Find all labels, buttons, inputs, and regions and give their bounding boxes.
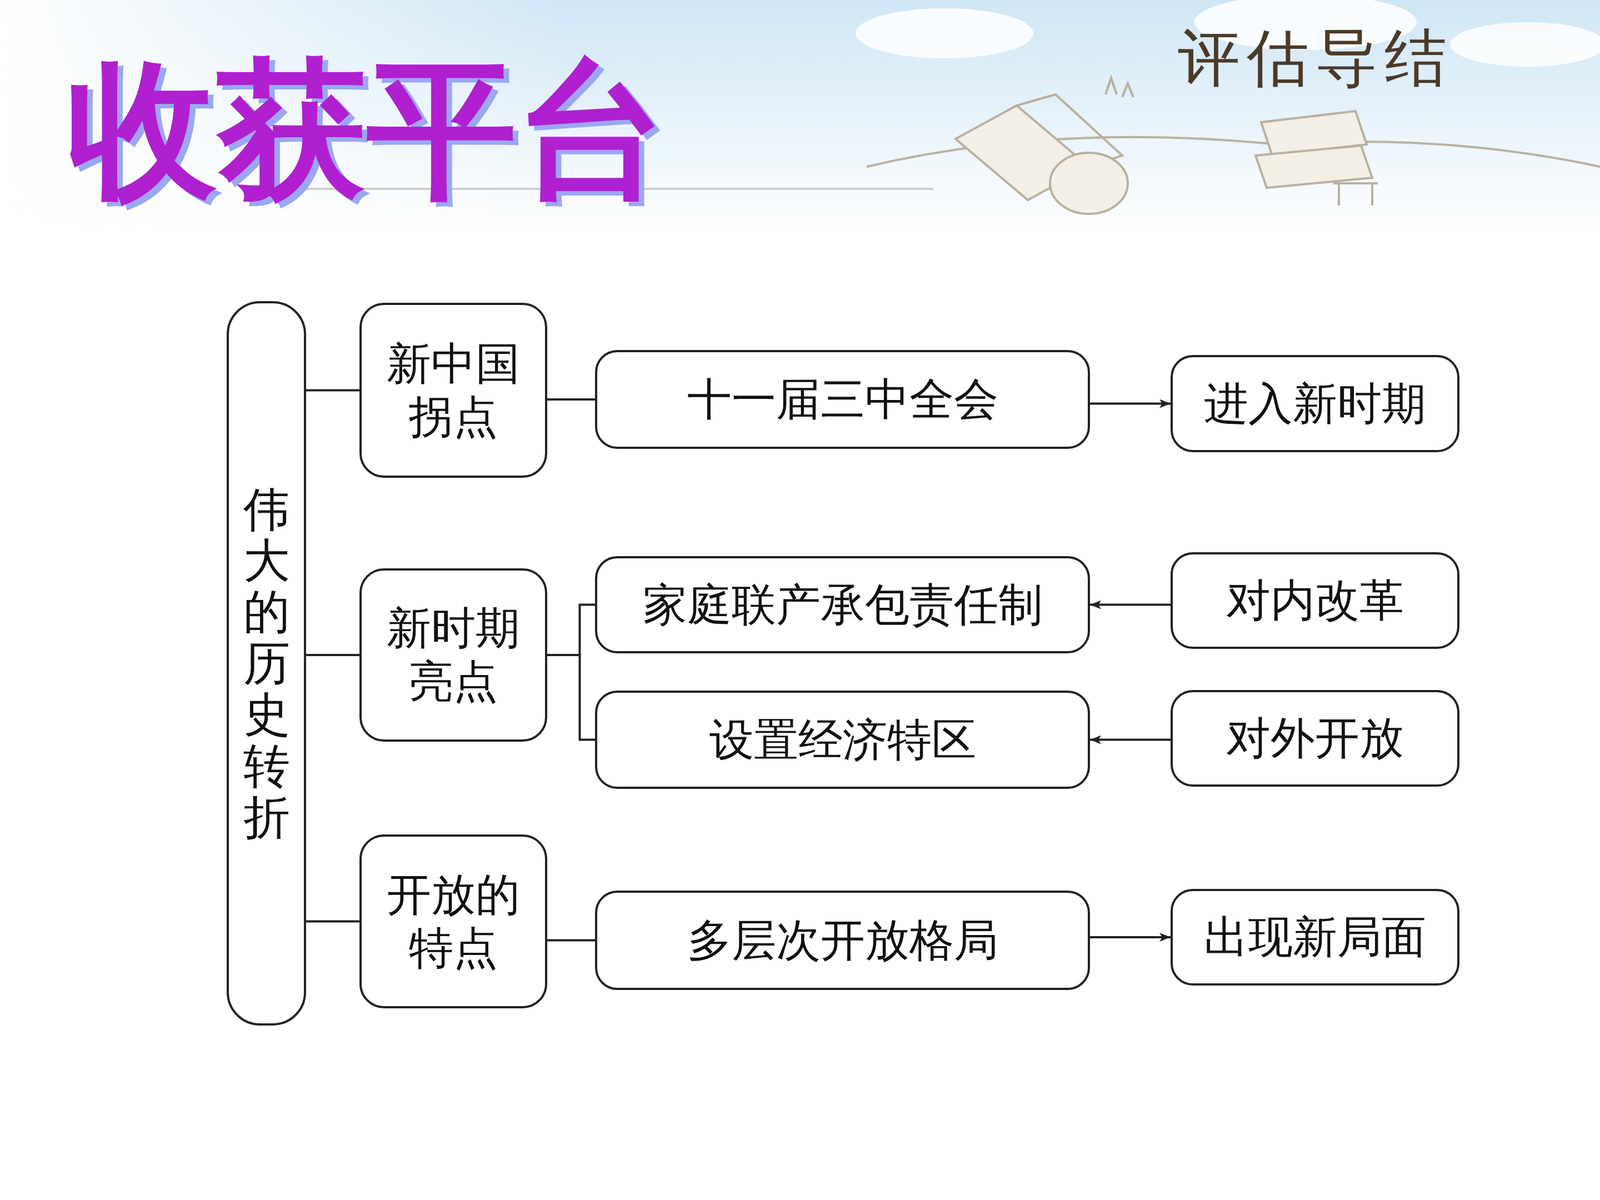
category-box: 开放的特点 [359, 834, 548, 1009]
connector [1090, 603, 1171, 607]
connector [1090, 738, 1171, 742]
node-text: 进入新时期 [1187, 377, 1443, 431]
result-box: 出现新局面 [1170, 888, 1460, 986]
node-text: 十一届三中全会 [670, 372, 1015, 427]
node-text: 对内改革 [1209, 573, 1421, 628]
node-text: 设置经济特区 [692, 713, 993, 767]
node-text: 新时期亮点 [361, 601, 545, 709]
event-box: 十一届三中全会 [595, 350, 1090, 449]
node-text: 新中国拐点 [361, 337, 545, 444]
connector [1090, 402, 1171, 405]
result-box: 进入新时期 [1170, 355, 1460, 453]
connector [547, 398, 595, 401]
result-box: 对内改革 [1170, 552, 1460, 649]
sky-band [0, 0, 1600, 234]
event-box: 设置经济特区 [595, 690, 1090, 789]
connector [547, 939, 595, 942]
corner-label: 评估导结 [1177, 16, 1454, 101]
books-sketch [866, 77, 1600, 214]
node-text: 开放的特点 [361, 868, 545, 975]
connector [306, 389, 360, 392]
event-box: 多层次开放格局 [595, 890, 1090, 990]
connector [1090, 936, 1171, 939]
category-box: 新中国拐点 [359, 302, 548, 478]
sky-fade [0, 0, 1600, 234]
node-text: 出现新局面 [1187, 910, 1443, 964]
connector [547, 655, 595, 740]
event-box: 家庭联产承包责任制 [595, 556, 1090, 654]
page-title: 收获平台 [66, 38, 667, 219]
connector [306, 920, 360, 923]
node-text: 家庭联产承包责任制 [626, 578, 1060, 632]
category-box: 新时期亮点 [359, 568, 548, 742]
node-text: 多层次开放格局 [670, 913, 1015, 968]
connector [306, 653, 360, 657]
node-text: 伟大的历史转折 [243, 483, 290, 844]
node-text: 对外开放 [1209, 711, 1421, 765]
connector [547, 605, 595, 656]
result-box: 对外开放 [1170, 690, 1460, 787]
topic-column: 伟大的历史转折 [226, 301, 307, 1026]
